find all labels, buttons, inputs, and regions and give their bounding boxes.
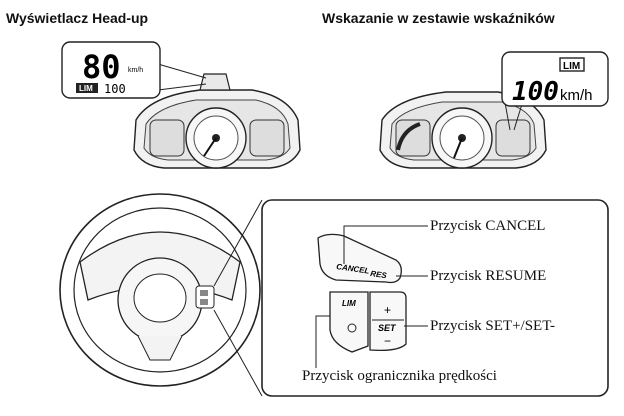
cluster-lim-badge: LIM (563, 61, 580, 72)
left-instrument-cluster (133, 73, 301, 169)
hud-speed-unit: km/h (128, 67, 143, 74)
set-minus-label: − (384, 334, 391, 348)
res-button-label: RES (370, 269, 388, 280)
title-cluster-indication: Wskazanie w zestawie wskaźników (322, 10, 555, 26)
cluster-speed-unit: km/h (560, 87, 593, 104)
right-instrument-cluster (379, 91, 547, 169)
title-head-up-display: Wyświetlacz Head-up (6, 10, 149, 26)
set-button[interactable]: + SET − (369, 291, 407, 352)
callout-resume-button: Przycisk RESUME (430, 268, 547, 284)
set-plus-label: + (384, 303, 391, 317)
hud-speed: 80 (82, 48, 121, 86)
leader-lines (315, 225, 428, 368)
speed-limiter-icon (347, 323, 357, 333)
cluster-speed: 100 (512, 77, 559, 107)
hud-limit-value: 100 (104, 82, 126, 96)
cluster-callout: LIM 100 km/h (501, 51, 609, 131)
callout-set-button: Przycisk SET+/SET- (430, 318, 555, 334)
hud-lim-badge: LIM (79, 84, 93, 93)
steering-wheel (59, 193, 263, 397)
callout-limiter-button: Przycisk ogranicznika prędkości (302, 368, 497, 384)
lim-button-label: LIM (342, 299, 356, 308)
callout-cancel-button: Przycisk CANCEL (430, 218, 546, 234)
cancel-resume-button[interactable]: CANCEL RES (317, 233, 402, 284)
lim-button[interactable]: LIM (329, 291, 369, 353)
set-button-label: SET (378, 323, 397, 333)
hud-callout: 80 km/h LIM 100 (61, 41, 207, 99)
